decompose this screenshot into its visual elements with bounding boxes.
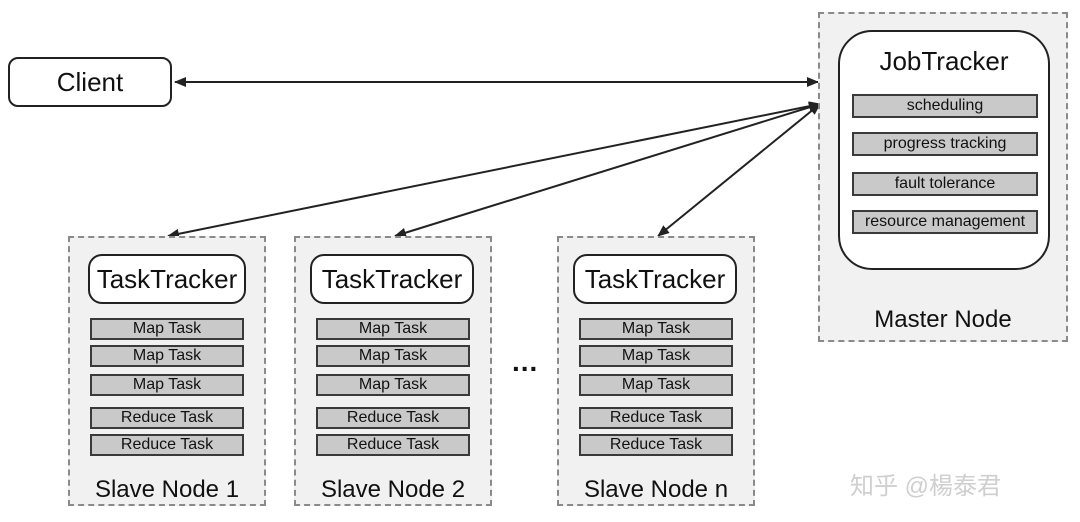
slave-node-label: Slave Node n <box>583 476 729 503</box>
reduce-task: Reduce Task <box>316 434 470 456</box>
master-node-label: Master Node <box>874 306 1012 333</box>
slave-node-n: TaskTracker Map Task Map Task Map Task R… <box>557 236 755 506</box>
reduce-task: Reduce Task <box>90 434 244 456</box>
function-resource-management: resource management <box>852 210 1038 234</box>
tasktracker-box: TaskTracker <box>573 254 737 304</box>
tasktracker-title: TaskTracker <box>584 263 726 294</box>
map-task: Map Task <box>90 345 244 367</box>
reduce-task: Reduce Task <box>316 407 470 429</box>
reduce-task: Reduce Task <box>90 407 244 429</box>
reduce-task: Reduce Task <box>579 434 733 456</box>
slave2-jobtracker-arrow <box>394 102 821 238</box>
map-task: Map Task <box>90 318 244 340</box>
tasktracker-box: TaskTracker <box>88 254 246 304</box>
watermark-text: 知乎 @楊泰君 <box>850 473 1002 500</box>
client-box: Client <box>8 57 172 107</box>
map-task: Map Task <box>90 374 244 396</box>
map-task: Map Task <box>579 374 733 396</box>
map-task: Map Task <box>316 318 470 340</box>
map-task: Map Task <box>316 345 470 367</box>
function-progress-tracking: progress tracking <box>852 132 1038 156</box>
reduce-task: Reduce Task <box>579 407 733 429</box>
function-scheduling: scheduling <box>852 94 1038 118</box>
slave-node-2: TaskTracker Map Task Map Task Map Task R… <box>294 236 492 506</box>
tasktracker-title: TaskTracker <box>321 263 463 294</box>
slave-node-label: Slave Node 1 <box>94 476 240 503</box>
slaven-jobtracker-arrow <box>657 103 821 237</box>
map-task: Map Task <box>316 374 470 396</box>
slave-node-label: Slave Node 2 <box>320 476 466 503</box>
map-task: Map Task <box>579 345 733 367</box>
tasktracker-title: TaskTracker <box>96 263 238 294</box>
jobtracker-box: JobTracker scheduling progress tracking … <box>838 30 1050 270</box>
jobtracker-title: JobTracker <box>879 46 1009 76</box>
tasktracker-box: TaskTracker <box>310 254 474 304</box>
ellipsis: ... <box>512 346 539 377</box>
slave-node-1: TaskTracker Map Task Map Task Map Task R… <box>68 236 266 506</box>
master-node: JobTracker scheduling progress tracking … <box>818 12 1068 342</box>
function-fault-tolerance: fault tolerance <box>852 172 1038 196</box>
client-label: Client <box>56 66 124 97</box>
map-task: Map Task <box>579 318 733 340</box>
slave1-jobtracker-arrow <box>167 101 821 239</box>
